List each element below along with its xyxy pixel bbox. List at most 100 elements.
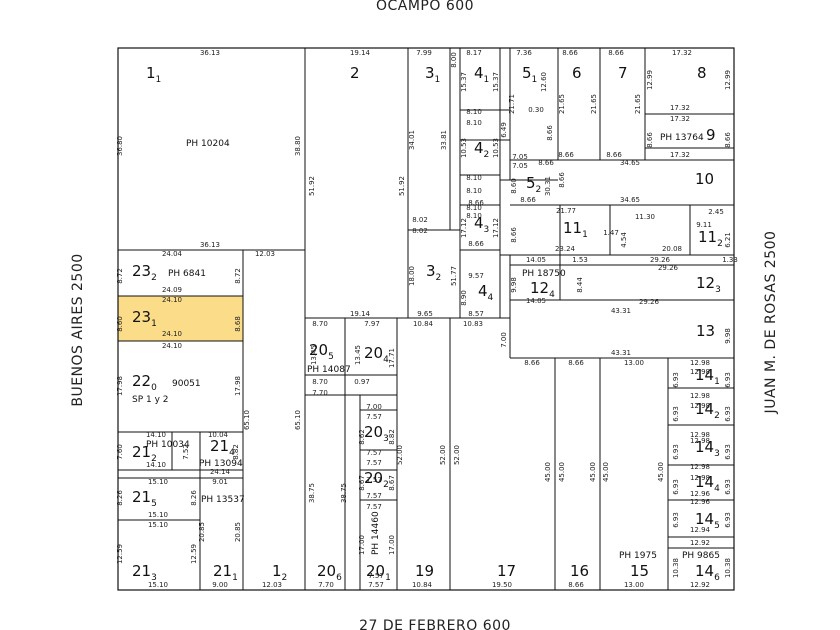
dimension-label: 23.24 bbox=[555, 245, 576, 253]
dimension-label: 36.80 bbox=[116, 136, 124, 156]
dimension-label: 34.65 bbox=[620, 196, 640, 204]
lot-label-5-2[interactable]: 52 bbox=[526, 174, 541, 195]
dimension-label: 7.97 bbox=[364, 320, 380, 328]
dimension-label: 15.10 bbox=[148, 511, 168, 519]
lot-label-21-5[interactable]: 215 bbox=[132, 488, 157, 509]
lot-label-11-1[interactable]: 111 bbox=[563, 219, 588, 240]
dimension-label: 10.53 bbox=[460, 138, 468, 158]
lot-label-13[interactable]: 13 bbox=[696, 322, 715, 340]
lot-label-20-2[interactable]: 202 bbox=[364, 469, 389, 490]
dimension-label: 8.10 bbox=[466, 204, 482, 212]
lot-label-5-1[interactable]: 51 bbox=[522, 64, 537, 85]
lot-label-6[interactable]: 6 bbox=[572, 64, 582, 82]
lot-label-12-4[interactable]: 124 bbox=[530, 279, 555, 300]
lot-label-21-1[interactable]: 211 bbox=[213, 562, 238, 583]
ph-label-9865: PH 9865 bbox=[682, 551, 720, 561]
dimension-label: 21.65 bbox=[558, 94, 566, 114]
dimension-label: 7.57 bbox=[366, 476, 382, 484]
dimension-label: 30.31 bbox=[544, 176, 552, 196]
dimension-label: 7.57 bbox=[368, 581, 384, 589]
ph-label-14460: PH 14460 bbox=[371, 511, 381, 555]
lot-label-4-2[interactable]: 42 bbox=[474, 139, 489, 160]
lot-label-3-1[interactable]: 31 bbox=[425, 64, 440, 85]
dimension-label: 8.66 bbox=[568, 359, 584, 367]
dimension-label: 51.92 bbox=[308, 176, 316, 196]
lot-label-14-3[interactable]: 143 bbox=[695, 438, 720, 459]
dimension-label: 10.84 bbox=[413, 320, 434, 328]
dimension-label: 8.72 bbox=[234, 268, 242, 284]
lot-label-11-2[interactable]: 112 bbox=[698, 228, 723, 249]
lot-label-3-2[interactable]: 32 bbox=[426, 262, 441, 283]
dimension-label: 17.32 bbox=[670, 115, 690, 123]
dimension-label: 12.96 bbox=[690, 498, 711, 506]
lot-label-2[interactable]: 2 bbox=[350, 64, 360, 82]
lot-label-17[interactable]: 17 bbox=[497, 562, 516, 580]
dimension-label: 9.98 bbox=[510, 277, 518, 293]
dimension-label: 1.47 bbox=[603, 229, 619, 237]
lot-label-20-3[interactable]: 203 bbox=[364, 423, 389, 444]
dimension-label: 9.98 bbox=[724, 328, 732, 344]
street-top: OCAMPO 600 bbox=[376, 0, 474, 14]
lot-label-20-5[interactable]: 205 bbox=[309, 341, 334, 362]
dimension-label: 15.37 bbox=[492, 72, 500, 92]
dimension-label: 65.10 bbox=[294, 410, 302, 430]
lot-label-23-1[interactable]: 231 bbox=[132, 308, 157, 329]
lot-label-22-0[interactable]: 220 bbox=[132, 372, 157, 393]
lot-label-7[interactable]: 7 bbox=[618, 64, 628, 82]
dimension-label: 8.82 bbox=[232, 444, 240, 460]
dimension-label: 8.02 bbox=[412, 216, 428, 224]
dimension-label: 6.93 bbox=[724, 406, 732, 422]
lot-label-21-3[interactable]: 213 bbox=[132, 562, 157, 583]
lot-label-4-4[interactable]: 44 bbox=[478, 282, 494, 303]
lot-label-1[interactable]: 11 bbox=[146, 64, 161, 85]
lot-label-4-1[interactable]: 41 bbox=[474, 64, 489, 85]
dimension-label: 21.65 bbox=[590, 94, 598, 114]
lot-label-1-2[interactable]: 12 bbox=[272, 562, 287, 583]
lot-label-15[interactable]: 15 bbox=[630, 562, 649, 580]
dimension-label: 15.10 bbox=[148, 521, 168, 529]
dimension-label: 21.71 bbox=[508, 94, 516, 114]
parcel-23-1-highlight[interactable] bbox=[117, 295, 244, 342]
lot-label-14-2[interactable]: 142 bbox=[695, 400, 720, 421]
lot-label-12-3[interactable]: 123 bbox=[696, 274, 721, 295]
dimension-label: 51.92 bbox=[398, 176, 406, 196]
lot-label-14-1[interactable]: 141 bbox=[695, 366, 720, 387]
lot-label-14-5[interactable]: 145 bbox=[695, 510, 720, 531]
lot-label-14-4[interactable]: 144 bbox=[695, 473, 720, 494]
dimension-label: 8.66 bbox=[724, 132, 732, 148]
lot-label-16[interactable]: 16 bbox=[570, 562, 589, 580]
dimension-label: 12.96 bbox=[690, 490, 711, 498]
dimension-label: 12.98 bbox=[690, 437, 710, 445]
lot-label-19[interactable]: 19 bbox=[415, 562, 434, 580]
lot-label-8[interactable]: 8 bbox=[697, 64, 707, 82]
lot-label-23-2[interactable]: 232 bbox=[132, 262, 157, 283]
dimension-label: 24.04 bbox=[162, 250, 183, 258]
lot-label-10[interactable]: 10 bbox=[695, 170, 714, 188]
lot-label-9[interactable]: 9 bbox=[706, 126, 716, 144]
dimension-label: 17.71 bbox=[388, 348, 396, 368]
lot-label-20-4[interactable]: 204 bbox=[364, 344, 389, 365]
dimension-label: 34.65 bbox=[620, 159, 640, 167]
lot-label-21-2[interactable]: 212 bbox=[132, 443, 157, 464]
lot-label-4-3[interactable]: 43 bbox=[474, 214, 489, 235]
lot-label-20-1[interactable]: 201 bbox=[366, 562, 391, 583]
dimension-label: 13.00 bbox=[624, 359, 644, 367]
dimension-label: 7.70 bbox=[312, 389, 328, 397]
dimension-label: 12.94 bbox=[690, 526, 711, 534]
lot-label-20-6[interactable]: 206 bbox=[317, 562, 342, 583]
lot-label-21-4[interactable]: 214 bbox=[210, 437, 235, 458]
dimension-label: 8.26 bbox=[190, 490, 198, 506]
dimension-label: 8.66 bbox=[468, 199, 484, 207]
dimension-label: 52.00 bbox=[439, 445, 447, 465]
lot-label-14-6[interactable]: 146 bbox=[695, 562, 720, 583]
dimension-label: 19.14 bbox=[350, 310, 371, 318]
dimension-label: 20.85 bbox=[234, 522, 242, 542]
dimension-label: 33.81 bbox=[440, 130, 448, 150]
dimension-label: 9.57 bbox=[468, 272, 484, 280]
dimension-label: 13.45 bbox=[310, 345, 318, 365]
dimension-label: 8.62 bbox=[358, 429, 366, 445]
dimension-label: 8.66 bbox=[562, 49, 578, 57]
dimension-label: 10.04 bbox=[208, 431, 229, 439]
dimension-label: 8.66 bbox=[558, 172, 566, 188]
